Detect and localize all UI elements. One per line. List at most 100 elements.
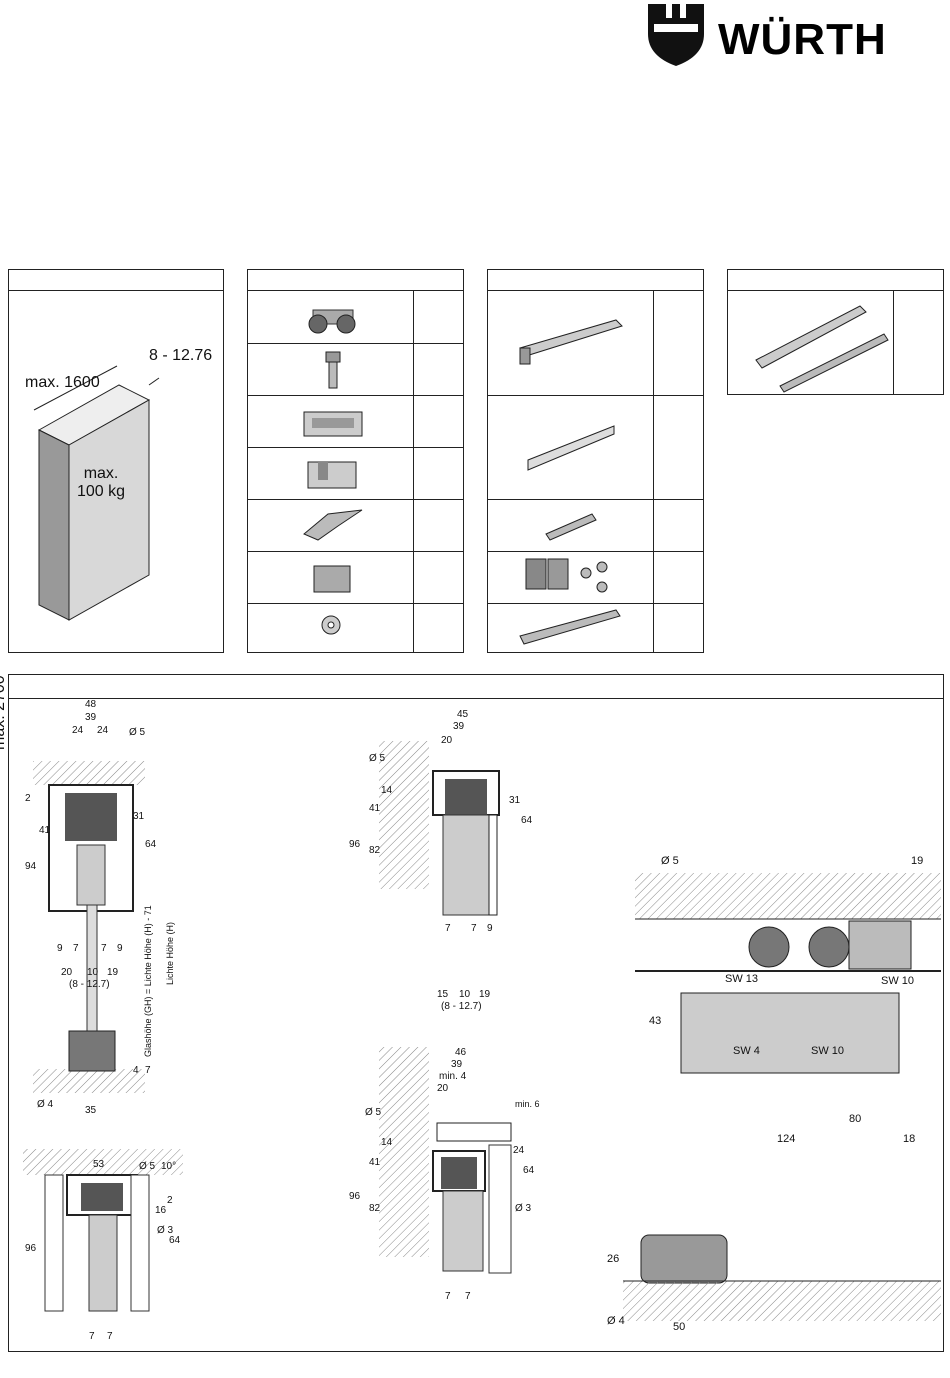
dim-9b: 9 bbox=[117, 943, 123, 954]
dim-mt-7b: 7 bbox=[471, 923, 477, 934]
dim-mb-64: 64 bbox=[523, 1165, 535, 1176]
dim-7a: 7 bbox=[73, 943, 79, 954]
logo-mark-icon: WÜRTH bbox=[648, 4, 887, 66]
dim-mt-15: 15 bbox=[437, 989, 449, 1000]
dim-39: 39 bbox=[85, 712, 97, 723]
parts-b-header bbox=[488, 270, 703, 291]
stopper-icon bbox=[313, 565, 351, 593]
dim-sw10a: SW 10 bbox=[881, 975, 915, 987]
dim-mt-19: 19 bbox=[479, 989, 491, 1000]
dim-r-26: 26 bbox=[607, 1253, 620, 1265]
dim-lb-d3: Ø 3 bbox=[157, 1225, 174, 1236]
dim-lb-96: 96 bbox=[25, 1243, 37, 1254]
dim-19: 19 bbox=[107, 967, 119, 978]
dim-d4: Ø 4 bbox=[37, 1099, 54, 1110]
dim-mb-24: 24 bbox=[513, 1145, 525, 1156]
parts-box-c bbox=[727, 269, 944, 395]
connector-icon bbox=[545, 513, 597, 541]
dim-7: 7 bbox=[145, 1065, 151, 1076]
dim-r-d4: Ø 4 bbox=[607, 1315, 625, 1327]
dim-24b: 24 bbox=[97, 725, 109, 736]
dim-mb-14: 14 bbox=[381, 1137, 393, 1148]
dim-sw4: SW 4 bbox=[733, 1045, 760, 1057]
dim-mb-82: 82 bbox=[369, 1203, 381, 1214]
bolt-icon bbox=[325, 351, 341, 389]
dim-mb-d5: Ø 5 bbox=[365, 1107, 382, 1118]
section-drawings bbox=[23, 741, 941, 1321]
parts-a-header bbox=[248, 270, 463, 291]
dim-48: 48 bbox=[85, 699, 97, 710]
dim-mt-20: 20 bbox=[441, 735, 453, 746]
clamp-icon bbox=[303, 411, 363, 437]
rail-icon bbox=[519, 319, 623, 365]
dim-min6: min. 6 bbox=[515, 1099, 540, 1109]
panel-spec-header bbox=[9, 270, 223, 291]
weight-label: max. 100 kg bbox=[77, 465, 126, 500]
dim-clear-height: Lichte Höhe (H) bbox=[165, 921, 175, 985]
guide-icon bbox=[307, 461, 357, 489]
dim-4: 4 bbox=[133, 1065, 139, 1076]
dim-20: 20 bbox=[61, 967, 73, 978]
dim-53: 53 bbox=[93, 1159, 105, 1170]
technical-drawing-header bbox=[9, 675, 943, 699]
dim-r-18: 18 bbox=[903, 1133, 916, 1145]
wurth-logo: WÜRTH bbox=[648, 4, 944, 66]
dim-41: 41 bbox=[39, 825, 51, 836]
dim-31: 31 bbox=[133, 811, 145, 822]
dim-10deg: 10° bbox=[161, 1161, 177, 1172]
dim-mt-82: 82 bbox=[369, 845, 381, 856]
dim-mb-20: 20 bbox=[437, 1083, 449, 1094]
dim-mb-41: 41 bbox=[369, 1157, 381, 1168]
parts-box-a bbox=[247, 269, 464, 653]
end-caps-icon bbox=[525, 558, 608, 593]
dim-10: 10 bbox=[87, 967, 99, 978]
dim-mt-7a: 7 bbox=[445, 923, 451, 934]
dim-46: 46 bbox=[455, 1047, 467, 1058]
dim-mb-96: 96 bbox=[349, 1191, 361, 1202]
dim-lb-64: 64 bbox=[169, 1235, 181, 1246]
technical-drawing-box: 48 39 24 24 Ø 5 2 41 94 31 64 9 7 7 9 20… bbox=[8, 674, 944, 1352]
dim-mb-d3: Ø 3 bbox=[515, 1203, 532, 1214]
parts-box-b bbox=[487, 269, 704, 653]
brand-name: WÜRTH bbox=[718, 15, 887, 64]
clip-icon bbox=[303, 509, 363, 541]
dim-45: 45 bbox=[457, 709, 469, 720]
dim-r-d5: Ø 5 bbox=[661, 855, 679, 867]
damper-icon bbox=[755, 305, 889, 393]
roller-carriage-icon bbox=[308, 309, 356, 334]
dim-r-124: 124 bbox=[777, 1133, 796, 1145]
dim-r-19: 19 bbox=[911, 855, 924, 867]
floor-track-icon bbox=[519, 609, 621, 645]
dim-range: (8 - 12.7) bbox=[69, 979, 110, 990]
dim-lb-2: 2 bbox=[167, 1195, 173, 1206]
door-panel-diagram bbox=[33, 365, 160, 621]
dim-mt-96: 96 bbox=[349, 839, 361, 850]
dim-94: 94 bbox=[25, 861, 37, 872]
dim-mt-64: 64 bbox=[521, 815, 533, 826]
dim-mb-39: 39 bbox=[451, 1059, 463, 1070]
dim-mt-31: 31 bbox=[509, 795, 521, 806]
dim-r-80: 80 bbox=[849, 1113, 862, 1125]
dim-glass-height: Glashöhe (GH) = Lichte Höhe (H) - 71 bbox=[143, 905, 153, 1057]
dim-16: 16 bbox=[155, 1205, 167, 1216]
cover-panel-icon bbox=[527, 425, 615, 471]
dim-7b: 7 bbox=[101, 943, 107, 954]
dim-r-50: 50 bbox=[673, 1321, 686, 1333]
dim-mt-range: (8 - 12.7) bbox=[441, 1001, 482, 1012]
dim-mb-7b: 7 bbox=[465, 1291, 471, 1302]
dim-24a: 24 bbox=[72, 725, 84, 736]
dim-mt-41: 41 bbox=[369, 803, 381, 814]
dim-2: 2 bbox=[25, 793, 31, 804]
dim-lb-d5: Ø 5 bbox=[139, 1161, 156, 1172]
dim-mt-9: 9 bbox=[487, 923, 493, 934]
dim-mt-39: 39 bbox=[453, 721, 465, 732]
dim-mb-7a: 7 bbox=[445, 1291, 451, 1302]
dim-mt-10: 10 bbox=[459, 989, 471, 1000]
dim-lb-7a: 7 bbox=[89, 1331, 95, 1342]
dim-lb-7b: 7 bbox=[107, 1331, 113, 1342]
panel-spec-box: 8 - 12.76 max. 1600 max. 2700 max. 100 k… bbox=[0, 269, 224, 750]
dim-min4: min. 4 bbox=[439, 1071, 467, 1082]
dim-r-43: 43 bbox=[649, 1015, 662, 1027]
dim-sw13: SW 13 bbox=[725, 973, 759, 985]
parts-c-header bbox=[728, 270, 943, 291]
